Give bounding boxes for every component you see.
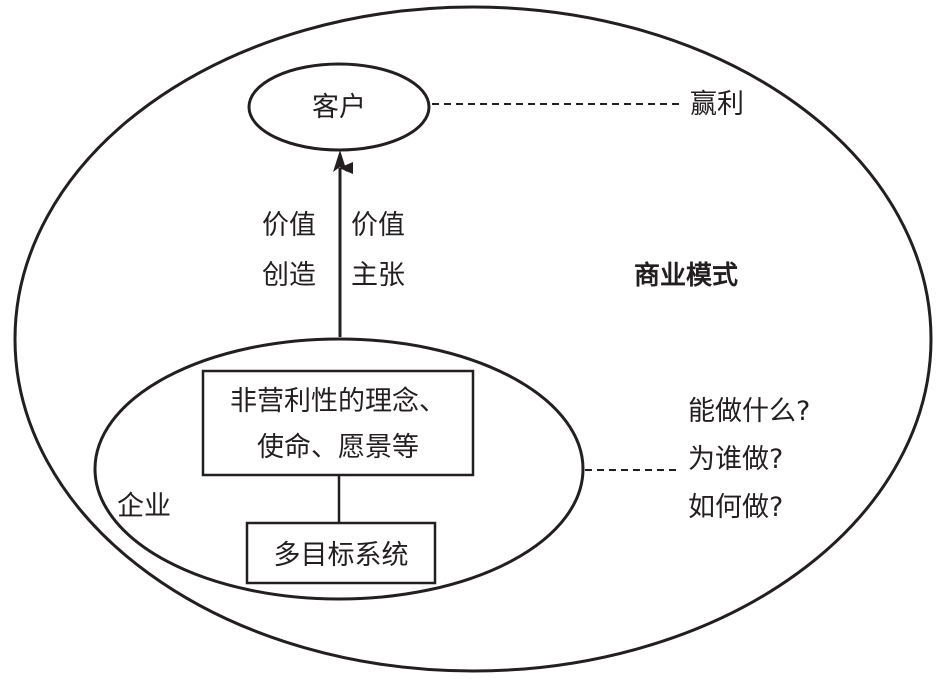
philosophy-line1: 非营利性的理念、: [230, 386, 446, 417]
question-what: 能做什么?: [688, 396, 810, 427]
value-arrow-head: [333, 150, 347, 172]
profit-label: 赢利: [690, 89, 744, 120]
value-creation-line1: 价值: [262, 210, 316, 241]
question-how: 如何做?: [688, 492, 783, 523]
multi-goal-box: [245, 521, 437, 585]
business-model-label: 商业模式: [634, 260, 738, 291]
value-proposition-line2: 主张: [351, 260, 405, 291]
philosophy-line2: 使命、愿景等: [257, 432, 419, 463]
value-proposition-line1: 价值: [351, 210, 405, 241]
enterprise-label: 企业: [117, 491, 171, 522]
business-model-ellipse: [13, 5, 933, 673]
enterprise-ellipse: [93, 337, 585, 601]
value-creation-line2: 创造: [262, 260, 316, 291]
philosophy-box: [201, 369, 475, 477]
customer-ellipse: [247, 62, 431, 152]
question-for-whom: 为谁做?: [688, 444, 783, 475]
multi-goal-label: 多目标系统: [274, 540, 409, 571]
customer-label: 客户: [312, 92, 366, 123]
